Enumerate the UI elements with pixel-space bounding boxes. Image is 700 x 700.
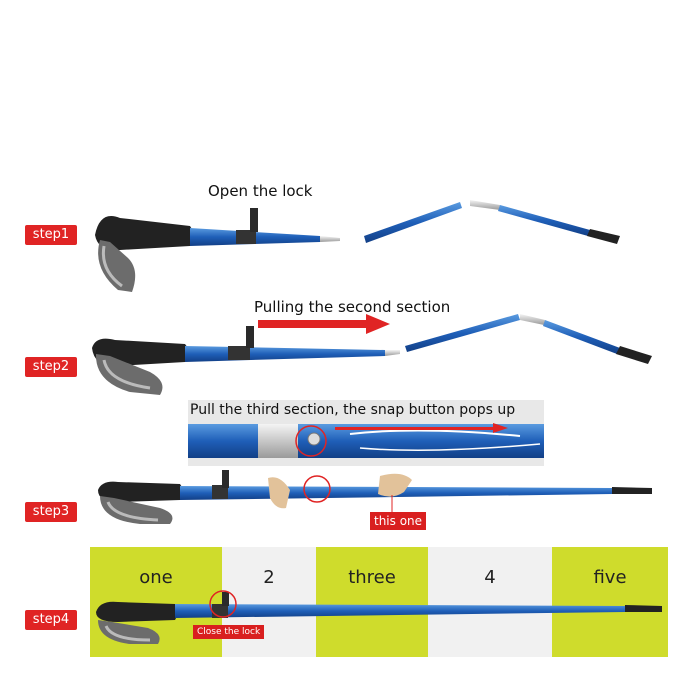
segment-three: three	[316, 547, 428, 657]
segment-label: three	[348, 567, 396, 588]
caption-open-lock: Open the lock	[208, 182, 313, 200]
tag-close-lock: Close the lock	[193, 625, 265, 639]
snap-button-circle	[303, 475, 331, 503]
step2-pole	[92, 314, 652, 395]
lock-circle	[209, 590, 237, 618]
step4-pole	[96, 592, 662, 644]
step-badge-4: step4	[25, 610, 77, 630]
step3-pole	[98, 470, 652, 524]
tag-this-one: this one	[370, 512, 427, 530]
step-badge-2: step2	[25, 357, 77, 377]
step-badge-1: step1	[25, 225, 77, 245]
snap-button-circle	[295, 425, 327, 457]
segment-label: 2	[263, 567, 275, 588]
segment-label: one	[139, 567, 173, 588]
zoom-arrow	[335, 423, 508, 433]
segment-label: 4	[484, 567, 496, 588]
pull-arrow	[258, 314, 390, 334]
step-badge-3: step3	[25, 502, 77, 522]
segment-four: 4	[428, 547, 552, 657]
segment-label: five	[593, 567, 627, 588]
segment-five: five	[552, 547, 668, 657]
step1-pole	[95, 200, 620, 292]
caption-pull-third: Pull the third section, the snap button …	[190, 402, 516, 418]
caption-pull-second: Pulling the second section	[254, 298, 451, 316]
